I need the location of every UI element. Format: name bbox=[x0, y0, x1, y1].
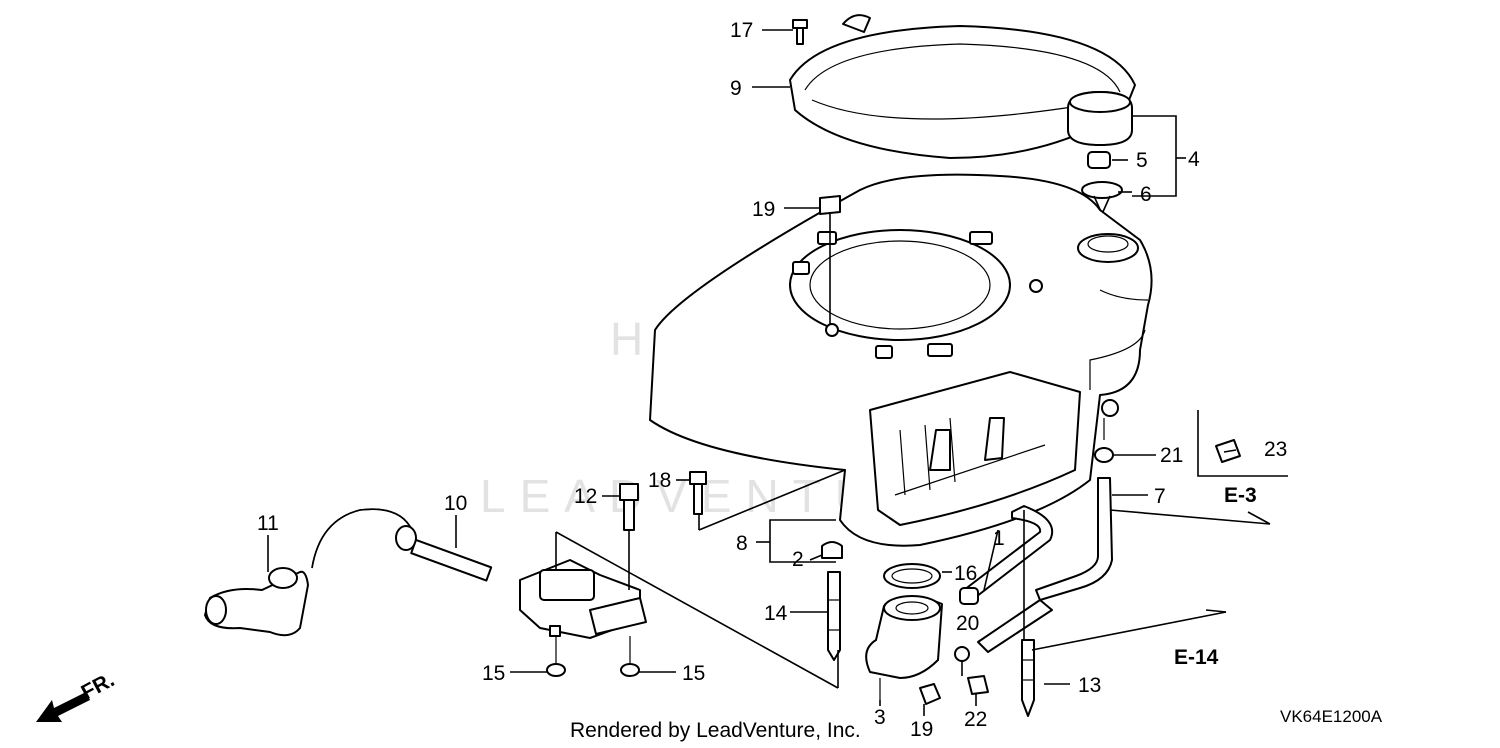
callout-10: 10 bbox=[444, 492, 467, 515]
clip-20 bbox=[954, 646, 970, 662]
render-credit: Rendered by LeadVenture, Inc. bbox=[570, 719, 861, 742]
callout-8: 8 bbox=[736, 532, 748, 555]
callout-7: 7 bbox=[1154, 485, 1166, 508]
callout-19-bottom: 19 bbox=[910, 718, 933, 741]
reference-e3: E-3 bbox=[1224, 484, 1257, 507]
fuel-cap-4 bbox=[1067, 91, 1133, 216]
stud-13 bbox=[1021, 639, 1035, 717]
front-arrow: FR. bbox=[36, 668, 118, 722]
callout-16: 16 bbox=[954, 562, 977, 585]
ignition-coil-10 bbox=[311, 508, 647, 639]
plug-cap-11 bbox=[204, 567, 309, 637]
clip-22 bbox=[967, 675, 989, 695]
front-arrow-icon bbox=[36, 692, 90, 722]
diagram-code: VK64E1200A bbox=[1280, 707, 1383, 726]
gasket-16-inner bbox=[891, 568, 933, 584]
gasket-16 bbox=[883, 563, 941, 589]
callout-14: 14 bbox=[764, 602, 788, 625]
callout-20: 20 bbox=[956, 612, 979, 635]
callout-3: 3 bbox=[874, 706, 886, 729]
callout-6: 6 bbox=[1140, 183, 1152, 206]
callout-23: 23 bbox=[1264, 438, 1287, 461]
leader-lines bbox=[267, 29, 1288, 716]
bolt-12 bbox=[619, 483, 639, 531]
callout-13: 13 bbox=[1078, 674, 1101, 697]
callout-5: 5 bbox=[1136, 149, 1148, 172]
intake-elbow-3 bbox=[865, 595, 943, 700]
fan-cover-9 bbox=[789, 14, 1136, 159]
nut-2 bbox=[821, 541, 843, 559]
bolt-19-top bbox=[819, 195, 841, 337]
callout-12: 12 bbox=[574, 485, 597, 508]
callout-1: 1 bbox=[993, 527, 1005, 550]
callout-11: 11 bbox=[257, 512, 279, 535]
fuel-line-1 bbox=[959, 505, 1054, 653]
callout-2: 2 bbox=[792, 548, 804, 571]
washer-15-left bbox=[546, 663, 566, 677]
clip-21 bbox=[1094, 418, 1114, 463]
reference-e14: E-14 bbox=[1174, 646, 1219, 669]
nut-19-bottom bbox=[919, 683, 941, 705]
callout-21: 21 bbox=[1160, 444, 1183, 467]
washer-15-right bbox=[620, 663, 640, 677]
callout-9: 9 bbox=[730, 77, 742, 100]
callout-labels: 17 9 19 4 5 6 21 23 7 E-3 E-14 1 16 8 2 … bbox=[257, 19, 1287, 741]
callout-15-left: 15 bbox=[482, 662, 505, 685]
callout-22: 22 bbox=[964, 708, 987, 731]
fan-shroud bbox=[649, 173, 1153, 547]
callout-15-right: 15 bbox=[682, 662, 705, 685]
screw-18 bbox=[792, 19, 808, 45]
callout-4: 4 bbox=[1188, 148, 1200, 171]
callout-19-top: 19 bbox=[752, 198, 775, 221]
stud-14 bbox=[827, 571, 841, 661]
callout-17: 18 bbox=[648, 469, 671, 492]
callout-18: 17 bbox=[730, 19, 753, 42]
